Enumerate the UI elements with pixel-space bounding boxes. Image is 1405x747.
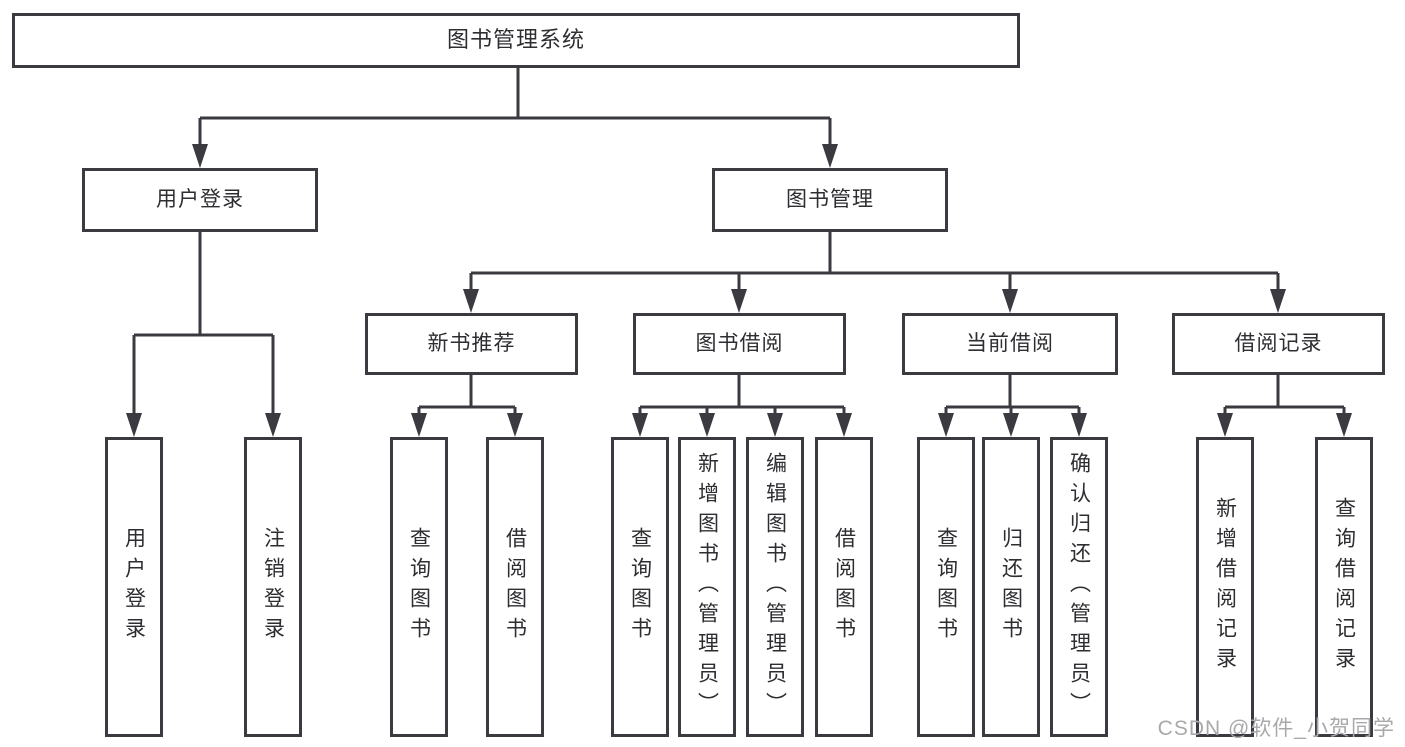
- leaf-user-login: 用户登录: [105, 437, 163, 737]
- leaf-query-books-current: 查询图书: [917, 437, 975, 737]
- csdn-watermark: CSDN @软件_小贺同学: [1157, 717, 1395, 740]
- node-new-book-recommend: 新书推荐: [365, 313, 578, 375]
- leaf-add-books-admin: 新增图书（管理员）: [678, 437, 736, 737]
- leaf-query-borrow-record: 查询借阅记录: [1315, 437, 1373, 737]
- leaf-add-borrow-record: 新增借阅记录: [1196, 437, 1254, 737]
- leaf-borrow-books: 借阅图书: [815, 437, 873, 737]
- node-root-system: 图书管理系统: [12, 13, 1020, 68]
- leaf-query-books-borrow: 查询图书: [611, 437, 669, 737]
- node-current-borrowing: 当前借阅: [902, 313, 1118, 375]
- node-book-borrowing: 图书借阅: [633, 313, 846, 375]
- node-book-management: 图书管理: [712, 168, 948, 232]
- node-borrowing-records: 借阅记录: [1172, 313, 1385, 375]
- leaf-logout: 注销登录: [244, 437, 302, 737]
- leaf-borrow-books-recommend: 借阅图书: [486, 437, 544, 737]
- connector-arrowheads: [126, 144, 1352, 437]
- leaf-edit-books-admin: 编辑图书（管理员）: [746, 437, 804, 737]
- leaf-confirm-return-admin: 确认归还（管理员）: [1050, 437, 1108, 737]
- node-user-login: 用户登录: [82, 168, 318, 232]
- leaf-return-books: 归还图书: [982, 437, 1040, 737]
- leaf-query-books-recommend: 查询图书: [390, 437, 448, 737]
